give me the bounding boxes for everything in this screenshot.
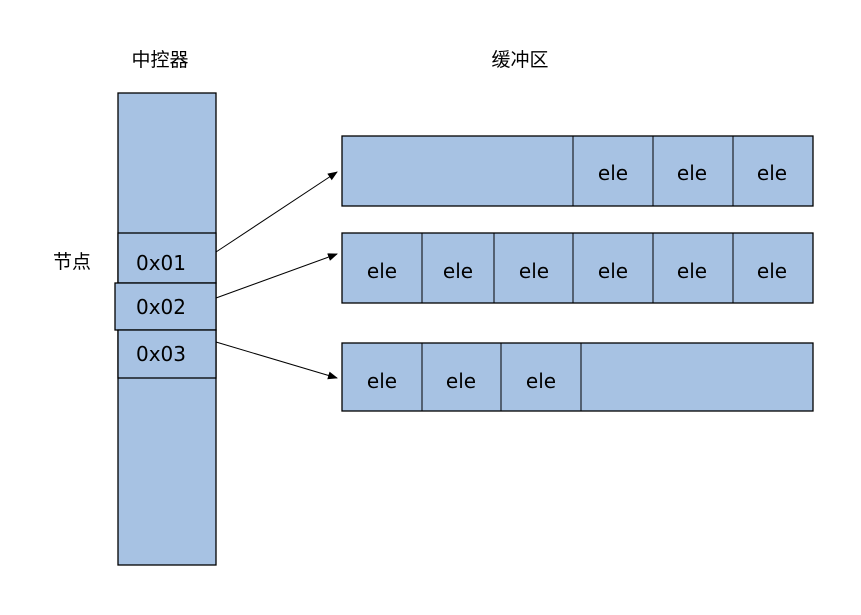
buffer-row-3-ele: ele — [367, 369, 397, 393]
arrow-0x02-to-buffer-2 — [215, 253, 338, 299]
buffer-row-3-ele: ele — [446, 369, 476, 393]
buffer-row-2-ele: ele — [757, 259, 787, 283]
buffer-row-1 — [341, 135, 814, 207]
arrow-0x01-to-buffer-1 — [215, 171, 338, 253]
node-label-0x01: 0x01 — [136, 251, 186, 275]
buffer-row-2-ele: ele — [677, 259, 707, 283]
node-cell-0x01 — [117, 232, 217, 284]
buffer-row-2-ele: ele — [443, 259, 473, 283]
buffer-row-2-ele: ele — [519, 259, 549, 283]
buffer-row-2-ele: ele — [367, 259, 397, 283]
node-cell-0x02 — [114, 282, 217, 331]
buffer-row-3 — [341, 342, 814, 412]
buffer-row-2-ele: ele — [598, 259, 628, 283]
buffer-label: 缓冲区 — [491, 49, 548, 71]
buffer-row-2 — [341, 232, 814, 304]
controller-label: 中控器 — [131, 49, 188, 71]
buffer-row-1-ele: ele — [757, 161, 787, 185]
node-cell-0x03 — [117, 329, 217, 379]
node-label: 节点 — [53, 251, 91, 273]
buffer-row-1-ele: ele — [677, 161, 707, 185]
buffer-row-3-ele: ele — [526, 369, 556, 393]
node-label-0x02: 0x02 — [136, 295, 186, 319]
arrow-0x03-to-buffer-3 — [215, 341, 338, 380]
node-label-0x03: 0x03 — [136, 342, 186, 366]
buffer-row-1-ele: ele — [598, 161, 628, 185]
